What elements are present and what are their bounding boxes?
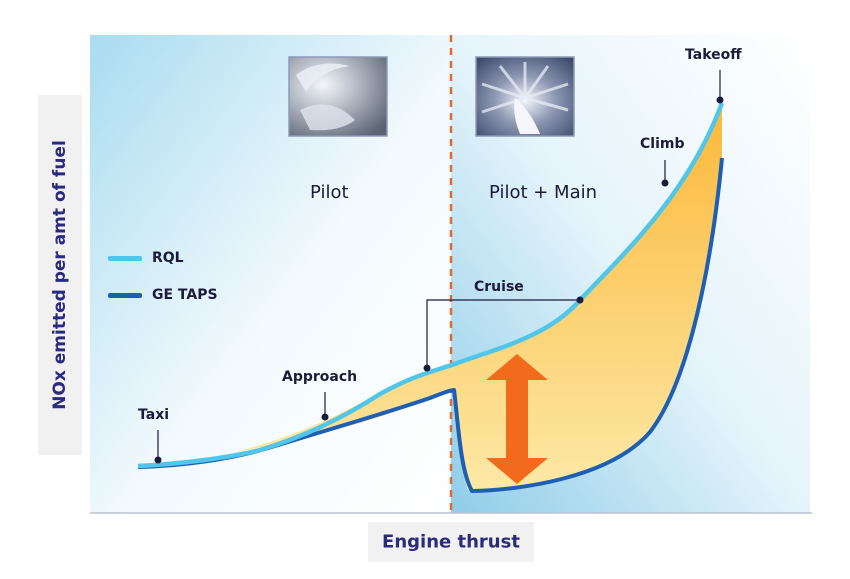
legend-label-rql: RQL [152,250,184,266]
legend-label-ge-taps: GE TAPS [152,287,218,303]
taxi-marker [154,430,162,464]
legend-item-ge-taps: GE TAPS [108,285,218,305]
legend-item-rql: RQL [108,248,184,268]
annotation-cruise: Cruise [474,279,524,295]
takeoff-marker [716,70,724,104]
legend-swatch-ge-taps [108,292,142,298]
reduction-arrow [486,354,548,484]
annotation-takeoff: Takeoff [685,47,742,63]
nox-reduction-band [235,103,722,492]
pilot-region [90,35,451,513]
phase-label-pilot: Pilot [310,182,349,203]
y-axis-label: NOx emitted per amt of fuel [50,140,70,410]
annotation-climb: Climb [640,136,685,152]
pilot-photo [288,56,388,137]
cruise-marker [423,296,584,372]
x-axis-label: Engine thrust [382,531,520,553]
climb-marker [661,160,669,187]
approach-marker [321,392,329,421]
pilot-main-photo [475,56,575,137]
y-axis-label-box [38,95,82,455]
rql-line [137,102,725,469]
annotation-taxi: Taxi [138,407,170,423]
annotation-approach: Approach [282,369,358,385]
legend-swatch-rql [108,255,142,261]
phase-label-pilot-main: Pilot + Main [489,182,598,203]
x-axis-label-box [368,522,534,562]
